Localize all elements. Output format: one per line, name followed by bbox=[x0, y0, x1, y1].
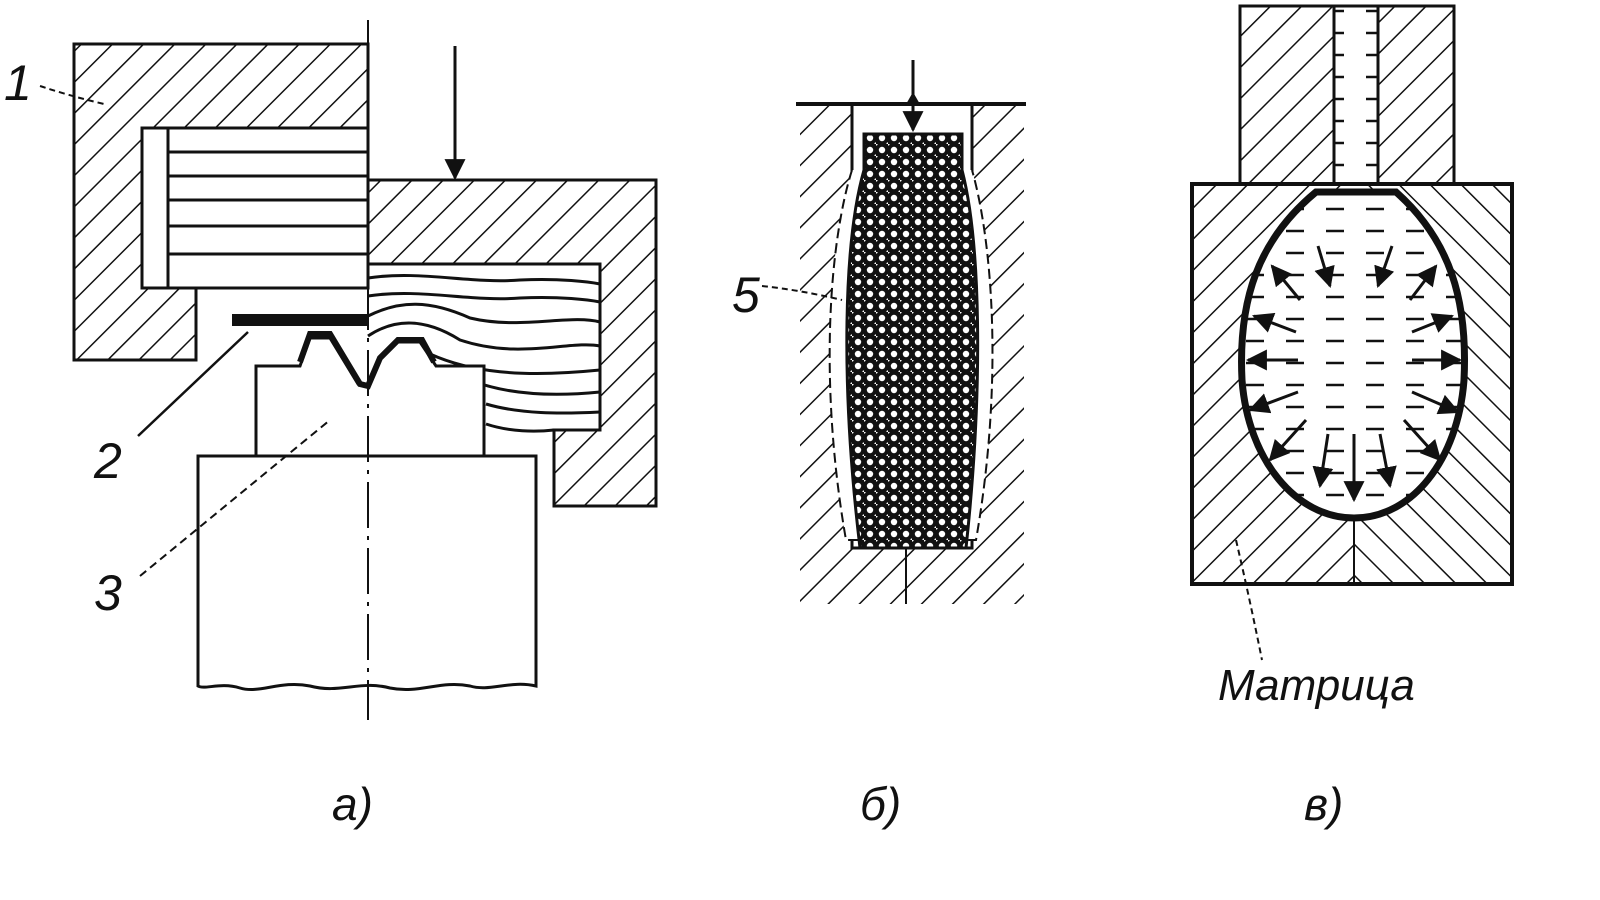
form-punch bbox=[254, 336, 486, 458]
leader-5 bbox=[761, 285, 843, 301]
callout-1: 1 bbox=[4, 55, 32, 111]
rubber-stack-left bbox=[140, 126, 370, 290]
caption-v: в) bbox=[1304, 778, 1343, 830]
die-label: Матрица bbox=[1218, 661, 1415, 710]
callout-3: 3 bbox=[94, 565, 122, 621]
callout-5: 5 bbox=[732, 267, 760, 323]
panel-v: Матрица в) bbox=[1190, 4, 1514, 830]
leader-2 bbox=[137, 331, 249, 437]
bulge-cavity bbox=[1238, 188, 1469, 522]
leader-1 bbox=[39, 85, 105, 105]
fluid-channel bbox=[1332, 4, 1380, 188]
panel-b: 5 б) bbox=[732, 60, 1026, 830]
caption-b: б) bbox=[860, 778, 901, 830]
leader-die bbox=[1235, 539, 1263, 661]
leader-3 bbox=[139, 419, 331, 577]
granular-filler bbox=[845, 132, 980, 550]
callout-2: 2 bbox=[93, 433, 122, 489]
punch-arrow-mid bbox=[905, 92, 921, 106]
die-outline bbox=[1190, 182, 1514, 586]
pressure-arrows bbox=[1245, 245, 1463, 503]
rubber-stack-deformed bbox=[367, 273, 601, 433]
caption-a: а) bbox=[332, 778, 373, 830]
sheet-blank bbox=[232, 314, 368, 326]
panel-a: 1 2 3 а) bbox=[4, 20, 658, 830]
